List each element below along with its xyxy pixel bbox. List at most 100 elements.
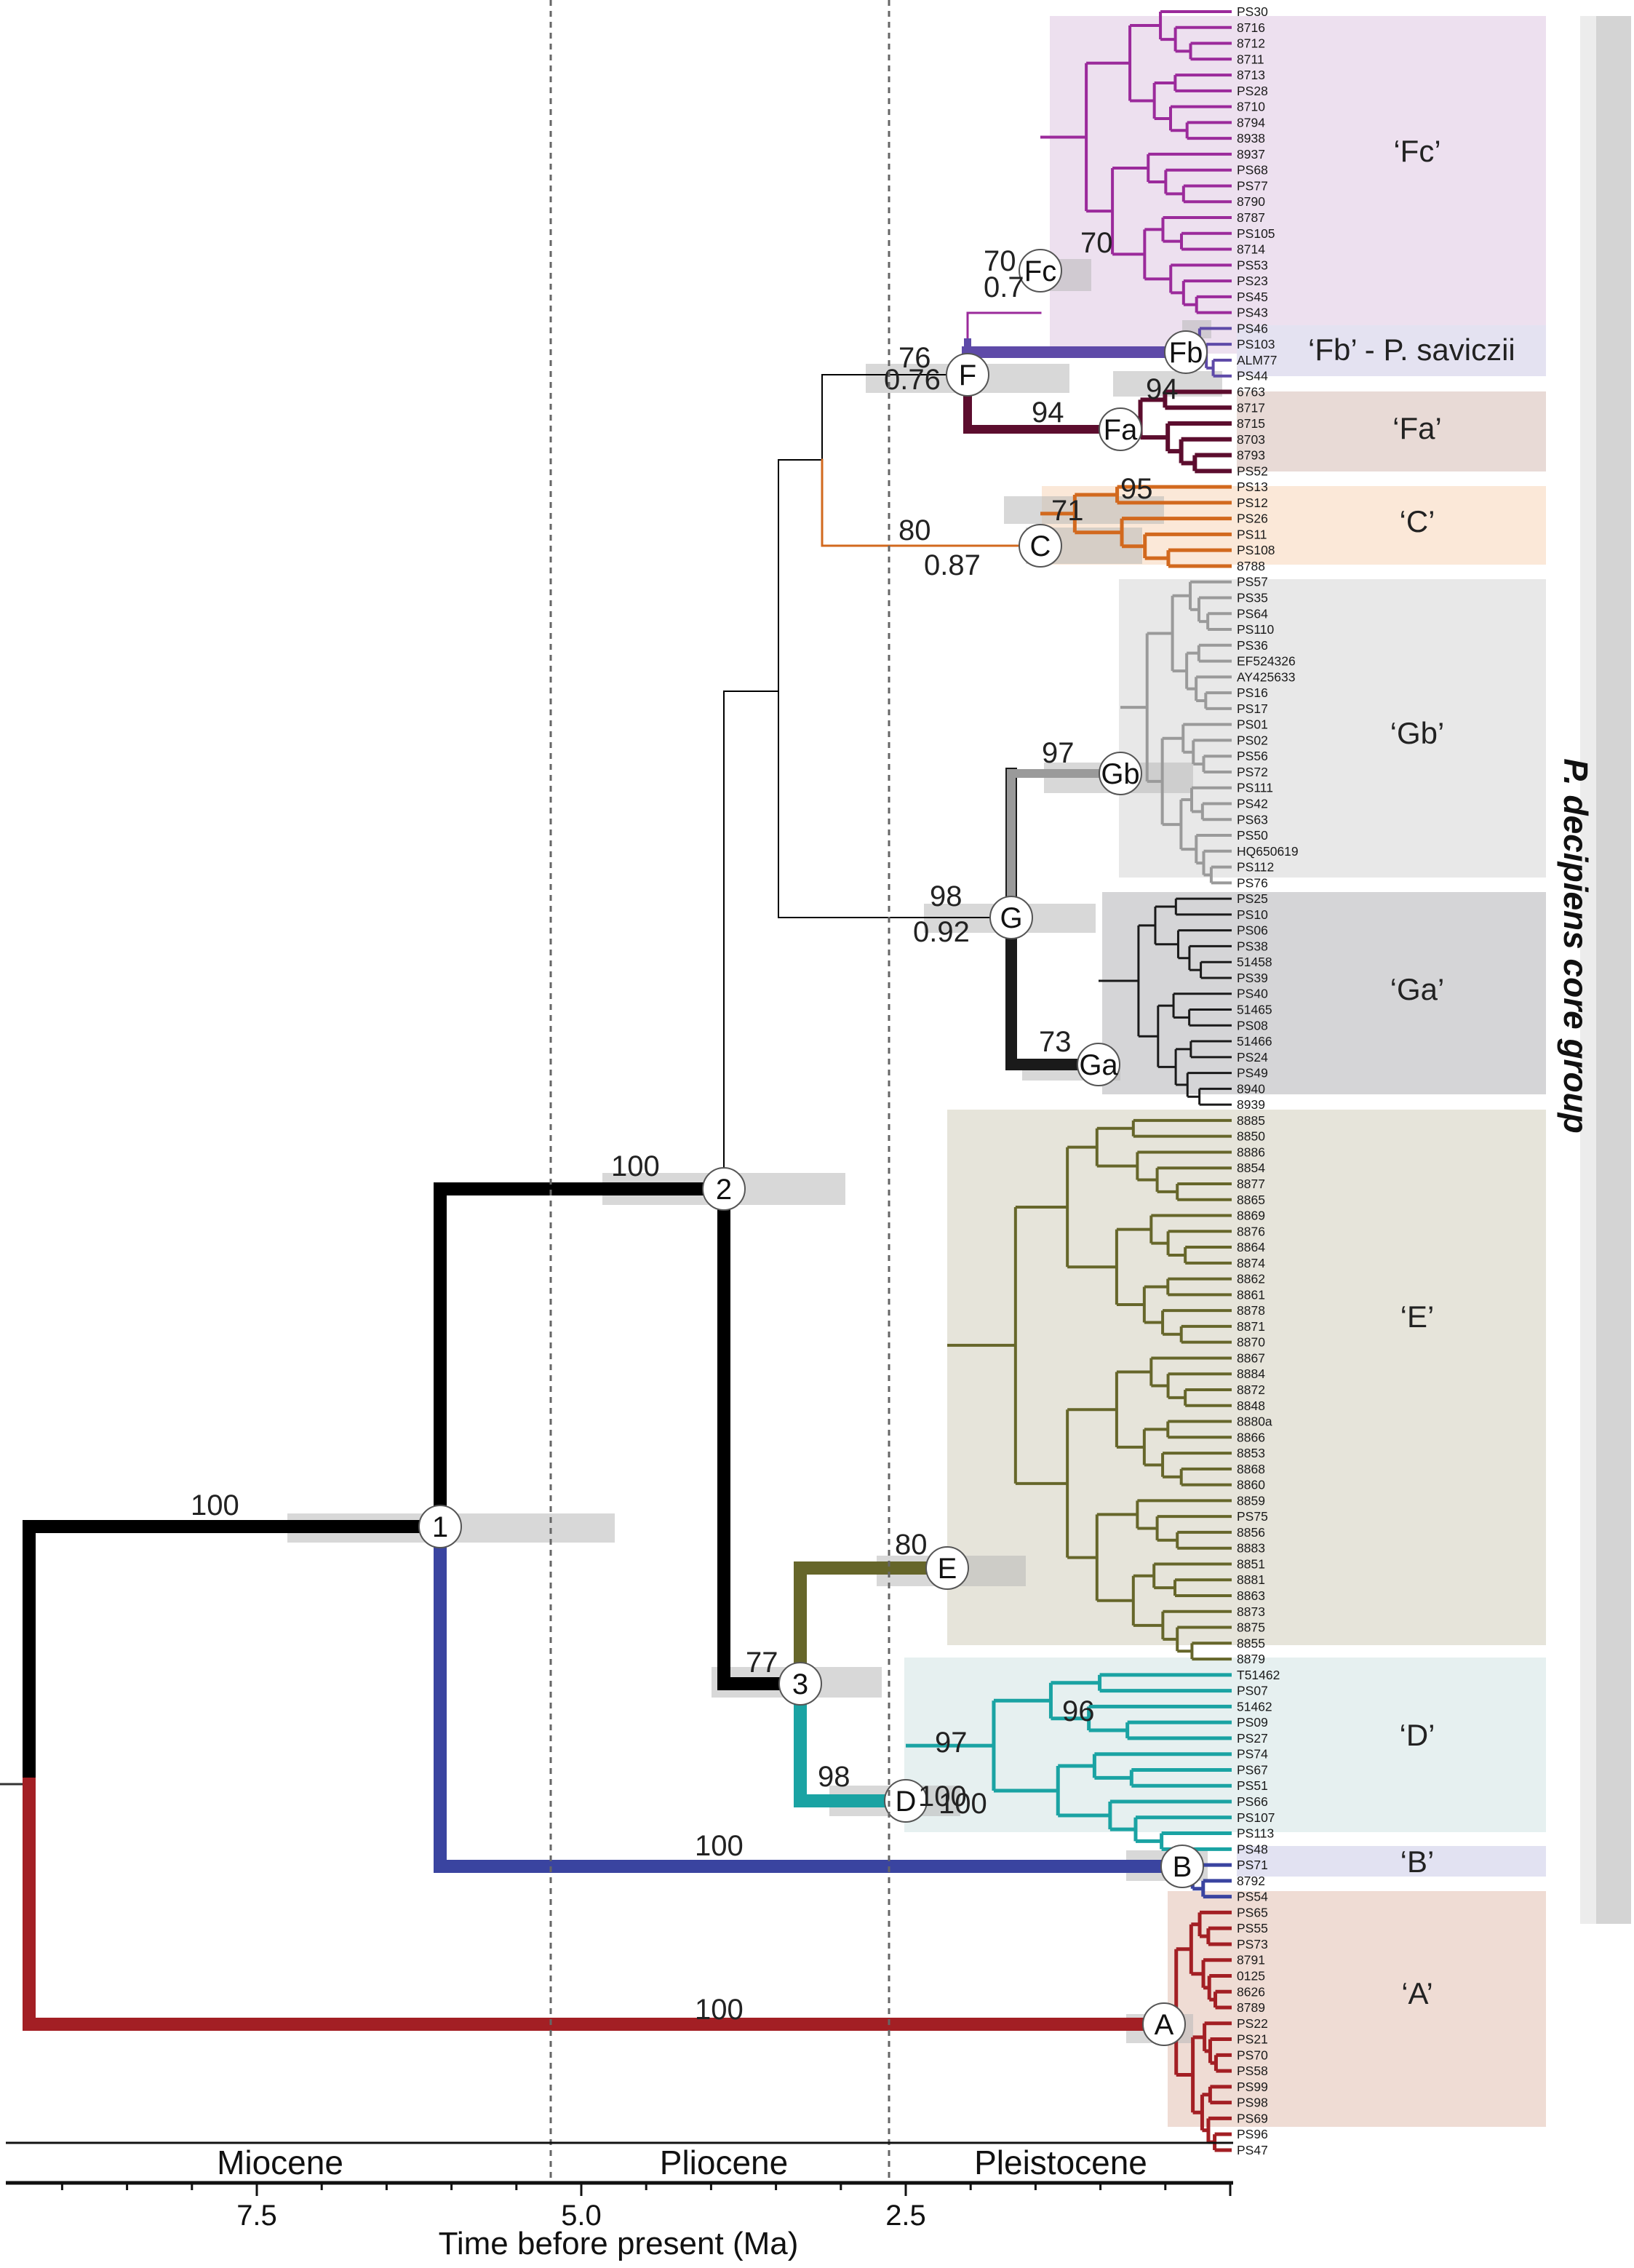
tip-label: PS10 (1237, 907, 1268, 922)
tip-label: 8879 (1237, 1652, 1265, 1666)
tip-label: 8869 (1237, 1209, 1265, 1223)
tip-label: T51462 (1237, 1668, 1280, 1682)
tip-label: 8874 (1237, 1256, 1265, 1270)
support-value: 100 (611, 1150, 660, 1182)
tip-label: PS45 (1237, 290, 1268, 304)
node-label: Fb (1169, 337, 1203, 369)
tip-label: PS108 (1237, 543, 1275, 557)
support-value: 0.87 (924, 549, 981, 581)
tip-label: 51462 (1237, 1699, 1272, 1714)
node-marker (884, 1779, 928, 1823)
tip-label: PS12 (1237, 496, 1268, 510)
tip-label: 8880a (1237, 1414, 1272, 1429)
tip-label: PS38 (1237, 939, 1268, 953)
node-marker (418, 1505, 462, 1548)
tip-label: PS47 (1237, 2143, 1268, 2157)
tip-label: PS09 (1237, 1715, 1268, 1730)
tip-label: PS35 (1237, 590, 1268, 605)
tip-label: 8937 (1237, 147, 1265, 162)
clade-box (904, 1658, 1546, 1832)
node-label: Ga (1079, 1049, 1118, 1081)
tip-label: PS08 (1237, 1018, 1268, 1032)
support-value: 0.92 (913, 916, 970, 948)
tip-label: 8939 (1237, 1097, 1265, 1112)
tip-label: PS24 (1237, 1050, 1268, 1065)
support-value: 95 (1120, 473, 1153, 505)
tip-label: 8875 (1237, 1620, 1265, 1635)
tip-label: 8886 (1237, 1145, 1265, 1159)
tip-label: 8938 (1237, 131, 1265, 146)
axis-tick-label: 5.0 (561, 2200, 602, 2232)
axis-tick-label: 2.5 (885, 2200, 926, 2232)
clade-label: ‘E’ (1400, 1300, 1435, 1334)
node-marker (702, 1167, 746, 1211)
clade-box (1102, 892, 1546, 1094)
tip-label: 8712 (1237, 36, 1265, 51)
tip-label: PS01 (1237, 717, 1268, 732)
tip-label: 8883 (1237, 1541, 1265, 1556)
support-value: 94 (1146, 373, 1179, 405)
tip-label: 8856 (1237, 1525, 1265, 1540)
tip-label: 8626 (1237, 1984, 1265, 1999)
tip-label: PS98 (1237, 2096, 1268, 2110)
tip-label: PS105 (1237, 226, 1275, 241)
tip-label: PS68 (1237, 163, 1268, 178)
support-value: 80 (895, 1529, 928, 1561)
tip-label: 8885 (1237, 1113, 1265, 1128)
tip-label: PS113 (1237, 1826, 1274, 1841)
node-label: 2 (716, 1174, 732, 1206)
tip-label: PS67 (1237, 1762, 1268, 1777)
tip-label: PS63 (1237, 812, 1268, 827)
tip-label: 8851 (1237, 1556, 1265, 1571)
support-value: 100 (695, 1830, 744, 1862)
tip-label: PS65 (1237, 1905, 1268, 1919)
support-value: 97 (1042, 737, 1075, 769)
node-label: C (1030, 530, 1051, 562)
support-value: 71 (1051, 495, 1084, 527)
tip-label: 8870 (1237, 1335, 1265, 1350)
tip-label: PS26 (1237, 512, 1268, 526)
support-value: 100 (695, 1994, 744, 2026)
tip-label: PS112 (1237, 860, 1274, 875)
tip-label: PS06 (1237, 923, 1268, 938)
tip-label: PS57 (1237, 575, 1268, 589)
tip-label: 8714 (1237, 242, 1265, 257)
clade-label: ‘D’ (1400, 1718, 1435, 1752)
tip-label: PS74 (1237, 1747, 1268, 1762)
node-marker (1142, 2002, 1186, 2046)
support-value: 97 (935, 1727, 968, 1759)
tip-label: PS40 (1237, 987, 1268, 1001)
tip-label: PS27 (1237, 1731, 1268, 1746)
tip-label: PS107 (1237, 1810, 1275, 1825)
tip-label: 8789 (1237, 2000, 1265, 2015)
tip-label: 8860 (1237, 1478, 1265, 1492)
tip-label: PS99 (1237, 2080, 1268, 2094)
tip-label: 6763 (1237, 384, 1265, 399)
tip-label: ALM77 (1237, 353, 1277, 367)
node-marker (1019, 524, 1062, 568)
tip-label: 8854 (1237, 1161, 1265, 1175)
support-value: 77 (746, 1647, 778, 1679)
support-value: 96 (1062, 1695, 1095, 1727)
tip-label: EF524326 (1237, 654, 1296, 669)
tip-label: 8792 (1237, 1874, 1265, 1888)
clade-box (947, 1110, 1546, 1645)
tip-label: PS64 (1237, 606, 1268, 621)
tip-label: PS21 (1237, 2032, 1268, 2047)
core-group-label: P. decipiens core group (1557, 758, 1595, 1134)
tip-label: 8872 (1237, 1382, 1265, 1397)
tip-label: PS66 (1237, 1794, 1268, 1809)
clade-label: ‘Ga’ (1390, 972, 1445, 1006)
tip-label: PS71 (1237, 1858, 1268, 1872)
tip-label: PS13 (1237, 480, 1268, 494)
tip-label: 8862 (1237, 1272, 1265, 1286)
node-label: Fc (1024, 255, 1056, 287)
tip-label: PS36 (1237, 638, 1268, 653)
node-marker (1077, 1043, 1120, 1086)
tip-label: PS73 (1237, 1937, 1268, 1951)
tip-label: 8715 (1237, 416, 1265, 431)
tip-label: PS22 (1237, 2016, 1268, 2031)
tip-label: 51465 (1237, 1003, 1272, 1017)
tip-label: 8859 (1237, 1493, 1265, 1508)
